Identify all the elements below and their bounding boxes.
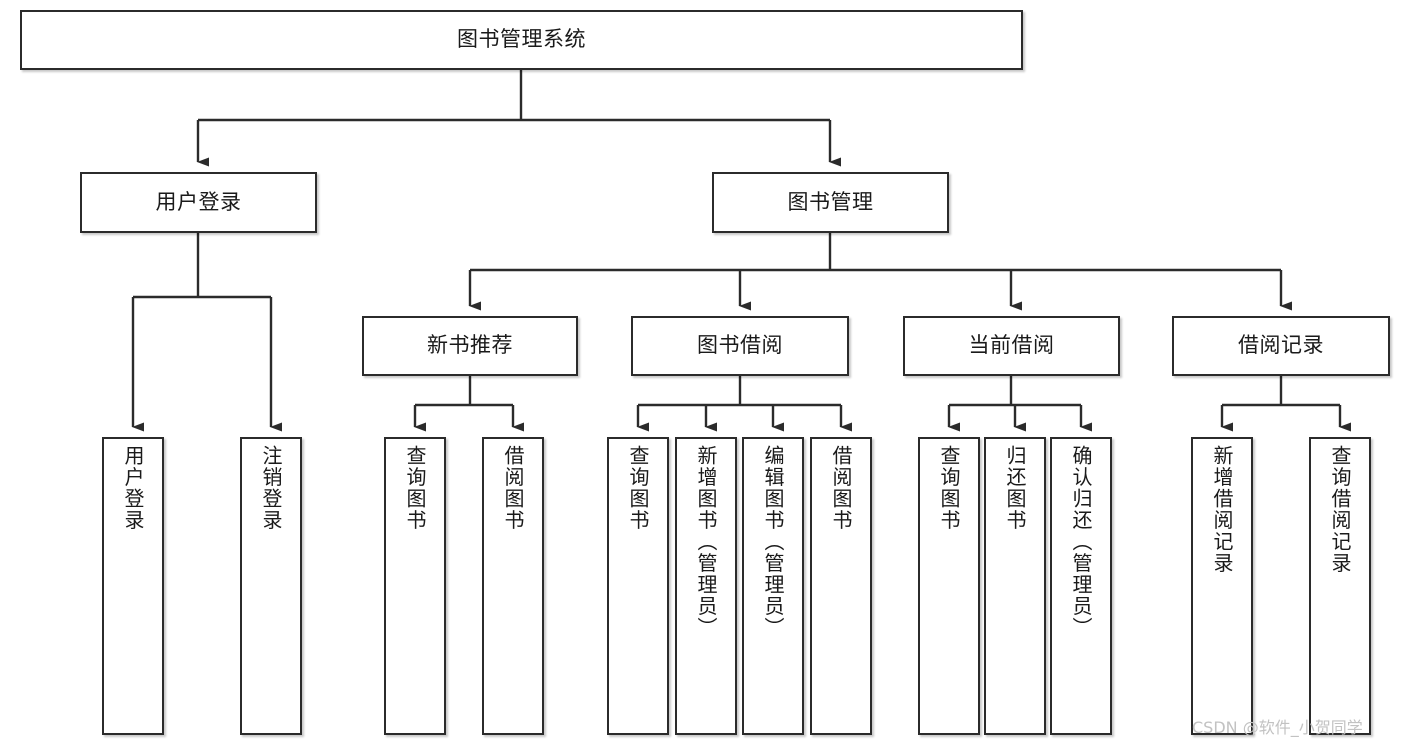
node-borrowing-records[interactable]: 借阅记录 [1172,316,1390,376]
leaf-user-login-1[interactable]: 注销登录 [240,437,302,735]
node-root-label: 图书管理系统 [457,27,586,52]
leaf-current-borrowing-2[interactable]: 确认归还（管理员） [1050,437,1112,735]
leaf-new-book-1[interactable]: 借阅图书 [482,437,544,735]
node-book-management-label: 图书管理 [787,189,874,214]
leaf-book-borrowing-2[interactable]: 编辑图书（管理员） [742,437,804,735]
node-user-login-label: 用户登录 [155,189,242,214]
leaf-current-borrowing-0[interactable]: 查询图书 [918,437,980,735]
leaf-user-login-0-label: 用户登录 [121,445,145,531]
leaf-new-book-0[interactable]: 查询图书 [384,437,446,735]
node-root[interactable]: 图书管理系统 [20,10,1023,70]
leaf-book-borrowing-0-label: 查询图书 [626,445,650,531]
leaf-current-borrowing-1[interactable]: 归还图书 [984,437,1046,735]
leaf-current-borrowing-1-label: 归还图书 [1003,445,1027,531]
leaf-user-login-1-label: 注销登录 [259,445,283,531]
leaf-book-borrowing-3[interactable]: 借阅图书 [810,437,872,735]
leaf-user-login-0[interactable]: 用户登录 [102,437,164,735]
node-user-login[interactable]: 用户登录 [80,172,317,233]
leaf-book-borrowing-1[interactable]: 新增图书（管理员） [675,437,737,735]
node-current-borrowing[interactable]: 当前借阅 [903,316,1120,376]
node-book-management[interactable]: 图书管理 [712,172,949,233]
leaf-current-borrowing-0-label: 查询图书 [937,445,961,531]
leaf-borrowing-records-0-label: 新增借阅记录 [1210,445,1234,574]
node-current-borrowing-label: 当前借阅 [968,333,1055,358]
leaf-book-borrowing-1-label: 新增图书（管理员） [694,445,718,639]
node-book-borrowing[interactable]: 图书借阅 [631,316,849,376]
leaf-borrowing-records-1[interactable]: 查询借阅记录 [1309,437,1371,735]
leaf-current-borrowing-2-label: 确认归还（管理员） [1069,445,1093,639]
node-new-book-recommendation-label: 新书推荐 [427,333,513,358]
leaf-book-borrowing-3-label: 借阅图书 [829,445,853,531]
leaf-book-borrowing-0[interactable]: 查询图书 [607,437,669,735]
node-new-book-recommendation[interactable]: 新书推荐 [362,316,578,376]
leaf-book-borrowing-2-label: 编辑图书（管理员） [761,445,785,639]
node-book-borrowing-label: 图书借阅 [697,333,783,358]
leaf-new-book-1-label: 借阅图书 [501,445,525,531]
leaf-borrowing-records-1-label: 查询借阅记录 [1328,445,1352,574]
leaf-new-book-0-label: 查询图书 [403,445,427,531]
leaf-borrowing-records-0[interactable]: 新增借阅记录 [1191,437,1253,735]
node-borrowing-records-label: 借阅记录 [1238,333,1324,358]
